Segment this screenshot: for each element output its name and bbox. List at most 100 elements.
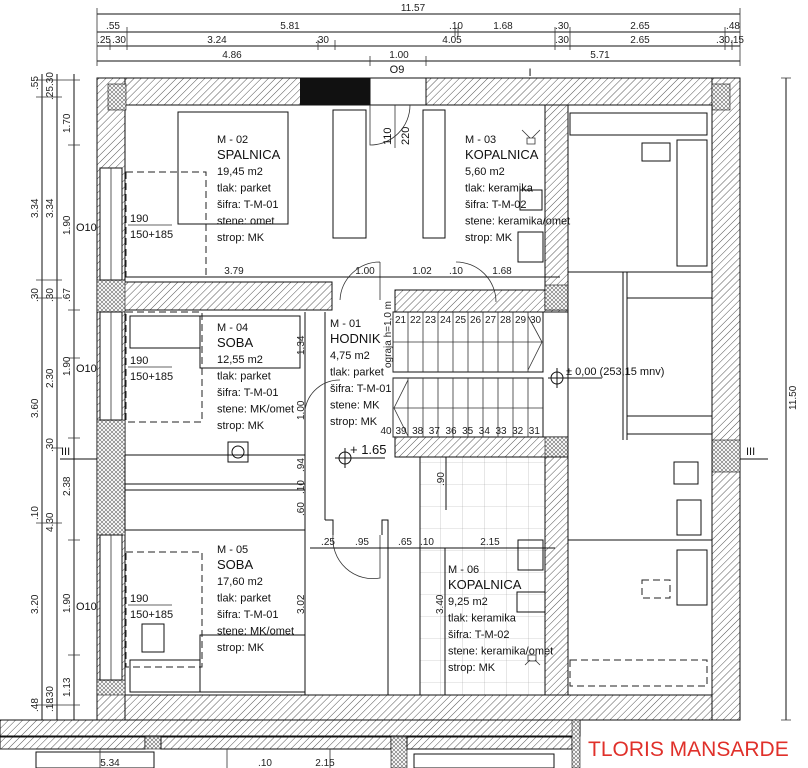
dim-label: 3.20: [30, 594, 41, 614]
window-size: 150+185: [130, 609, 173, 621]
dim-label: .18: [45, 698, 56, 712]
room-code: M - 04: [217, 322, 248, 334]
room-name: KOPALNICA: [465, 147, 539, 162]
level-marker-base: ± 0,00 (253,15 mnv): [548, 366, 664, 388]
dim-label: .25: [321, 537, 335, 548]
walls: [96, 77, 741, 721]
dim-label: .67: [62, 288, 73, 302]
dim-label: 3.40: [435, 594, 446, 614]
room-ceiling: strop: MK: [217, 232, 265, 244]
room-finish-code: šifra: T-M-02: [465, 199, 527, 211]
room-area: 9,25 m2: [448, 596, 488, 608]
dim-label: 2.30: [45, 368, 56, 388]
window-marker-o9: O9: [390, 64, 405, 76]
dim-label: 1.00: [355, 266, 375, 277]
stair-number: 23: [425, 315, 437, 326]
stair-number: 37: [429, 426, 441, 437]
window-sill: 190: [130, 355, 148, 367]
dim-label: 1.00: [389, 50, 409, 61]
room-floor: tlak: keramika: [448, 613, 517, 625]
room-finish-code: šifra: T-M-01: [217, 387, 279, 399]
dim-label: .30: [112, 35, 126, 46]
window-marker-o10: O10: [76, 363, 97, 375]
dim-label: 3.02: [296, 594, 307, 614]
dim-total-width: 11.57: [401, 3, 426, 14]
dim-label: 2.15: [315, 758, 335, 768]
dim-label: .10: [30, 506, 41, 520]
dim-label: .95: [355, 537, 369, 548]
dim-label: 3.34: [45, 198, 56, 218]
level-marker-hall: + 1.65: [335, 442, 387, 468]
dim-label: 3.60: [30, 398, 41, 418]
dim-label: 2.38: [62, 476, 73, 496]
door-height: 220: [400, 127, 412, 145]
stair-number: 31: [529, 426, 541, 437]
left-dimension-labels: .55 3.34 .30 3.60 .10 3.20 .48 .30 .25 3…: [30, 72, 100, 712]
dim-label: 1.02: [412, 266, 432, 277]
window-sill: 190: [130, 593, 148, 605]
room-area: 17,60 m2: [217, 576, 263, 588]
window-sill: 190: [130, 213, 148, 225]
room-code: M - 03: [465, 134, 496, 146]
stair-number: 35: [462, 426, 474, 437]
dim-label: .30: [555, 21, 569, 32]
stair-number: 38: [412, 426, 424, 437]
room-walls: stene: MK/omet: [217, 626, 294, 638]
dim-label: 1.68: [492, 266, 512, 277]
room-walls: stene: MK/omet: [217, 404, 294, 416]
room-area: 12,55 m2: [217, 354, 263, 366]
level-base-label: ± 0,00 (253,15 mnv): [566, 366, 664, 378]
dim-label: 3.34: [30, 198, 41, 218]
dim-label: 2.15: [480, 537, 500, 548]
dim-label: .10: [420, 537, 434, 548]
dim-label: 2.65: [630, 21, 650, 32]
dim-label: 1.00: [296, 400, 307, 420]
interior-dimensions: 3.79 1.00 1.02 .10 1.68 .25 .95 .65 .10 …: [125, 105, 560, 695]
room-floor: tlak: parket: [217, 371, 271, 383]
stair-number: 36: [445, 426, 457, 437]
stair-number: 39: [395, 426, 407, 437]
dim-label: .60: [296, 502, 307, 516]
dim-label: .30: [45, 72, 56, 86]
room-code: M - 05: [217, 544, 248, 556]
room-floor: tlak: parket: [217, 593, 271, 605]
room-ceiling: strop: MK: [448, 662, 496, 674]
dim-label: 1.34: [296, 335, 307, 355]
stair-number: 40: [380, 426, 392, 437]
dim-label: 5.34: [100, 758, 120, 768]
dim-label: 3.24: [207, 35, 227, 46]
stair-number: 32: [512, 426, 524, 437]
dim-label: 1.70: [62, 113, 73, 133]
dim-label: .10: [296, 480, 307, 494]
room-name: HODNIK: [330, 331, 381, 346]
dim-label: 3.79: [224, 266, 244, 277]
room-walls: stene: keramika/omet: [465, 216, 570, 228]
window-size: 150+185: [130, 371, 173, 383]
stair-number: 26: [470, 315, 482, 326]
window-labels: 190 150+185 190 150+185 190 150+185: [128, 213, 173, 621]
stair-number: 28: [500, 315, 512, 326]
room-code: M - 01: [330, 318, 361, 330]
room-ceiling: strop: MK: [217, 420, 265, 432]
section-marker-i: I: [528, 67, 531, 79]
room-walls: stene: MK: [330, 400, 380, 412]
window-marker-o10: O10: [76, 222, 97, 234]
level-hall-label: + 1.65: [350, 442, 387, 457]
left-dimensions: [36, 74, 80, 720]
room-name: KOPALNICA: [448, 577, 522, 592]
left-windows[interactable]: [99, 77, 427, 681]
dim-label: 5.81: [280, 21, 300, 32]
dim-label: .30: [30, 288, 41, 302]
room-walls: stene: omet: [217, 216, 274, 228]
dim-label: .10: [449, 21, 463, 32]
room-ceiling: strop: MK: [465, 232, 513, 244]
stair-number: 30: [530, 315, 542, 326]
stair-number: 33: [495, 426, 507, 437]
